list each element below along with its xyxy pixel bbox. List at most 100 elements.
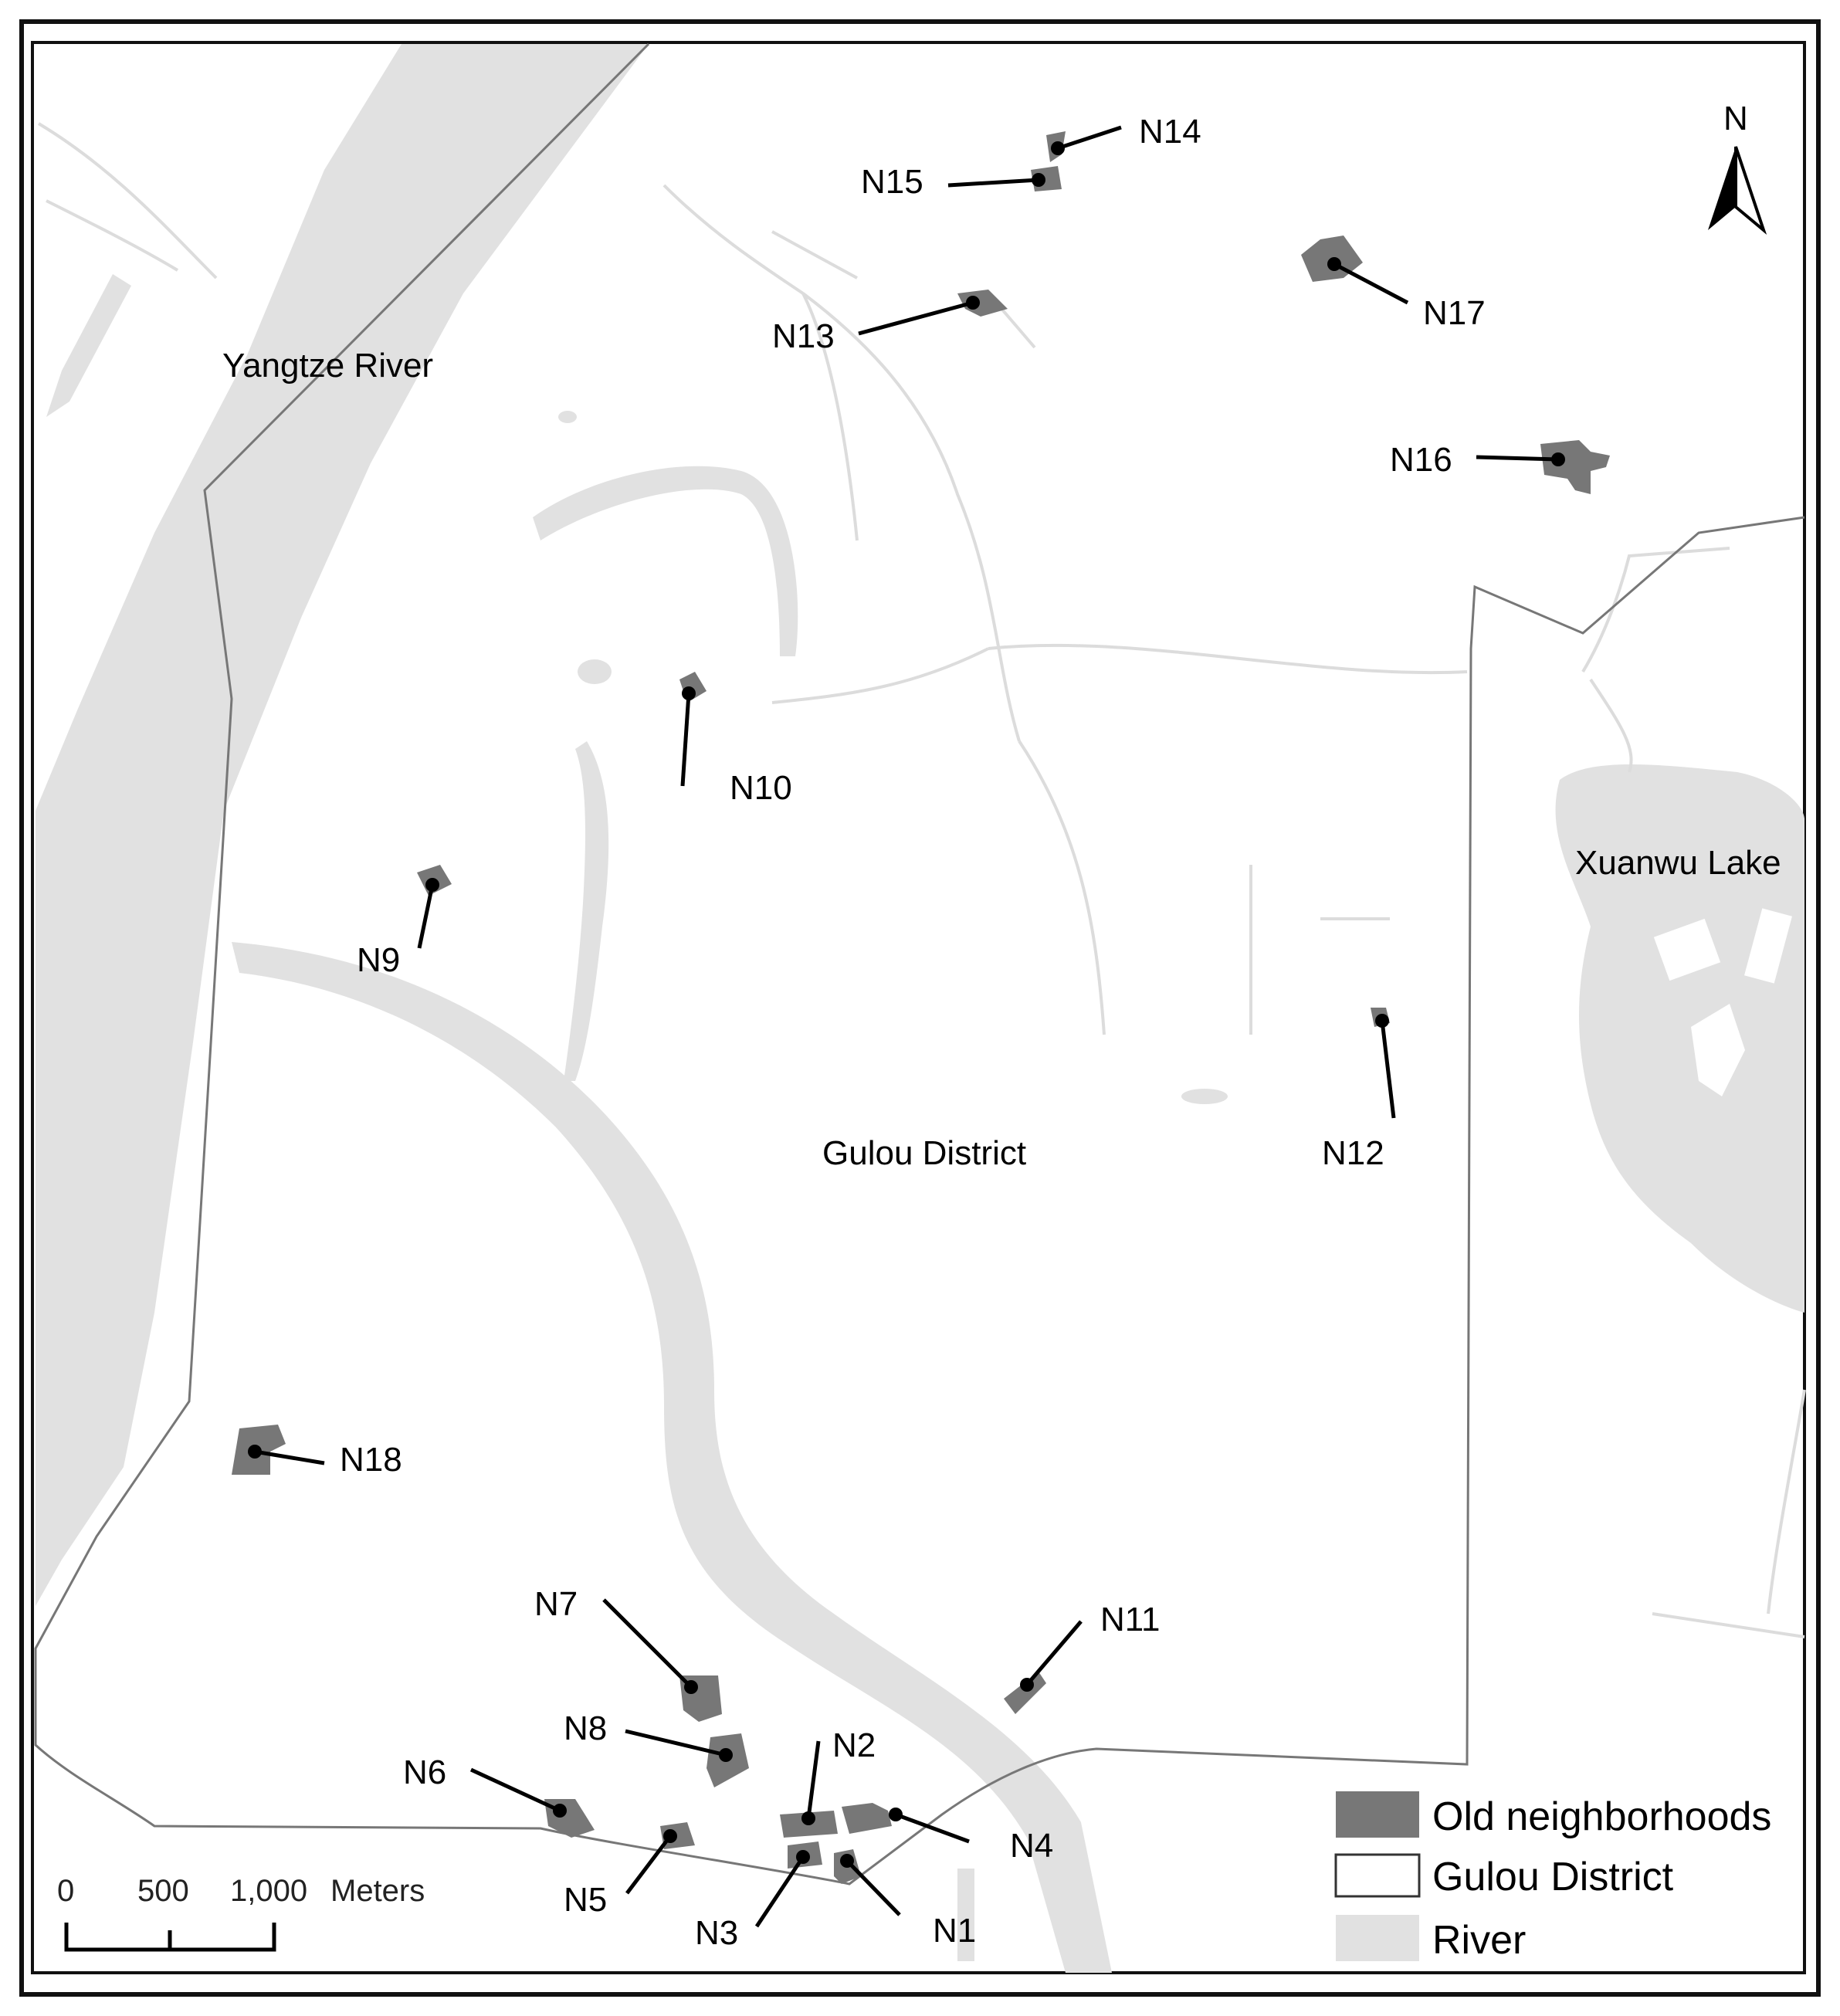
point-N18	[248, 1445, 262, 1459]
label-N2: N2	[832, 1726, 876, 1764]
leader-N3	[754, 1855, 805, 1928]
river-island-strip-2	[36, 996, 93, 1135]
point-N6	[553, 1804, 567, 1818]
gulou-district-boundary	[34, 42, 1805, 1886]
label-N18: N18	[340, 1441, 402, 1479]
point-N10	[682, 686, 696, 700]
label-yangtze-river: Yangtze River	[222, 347, 433, 385]
polygon-N13	[957, 290, 1008, 317]
canal-river	[232, 942, 1112, 1973]
road-16	[1767, 1389, 1806, 1614]
point-N12	[1375, 1014, 1389, 1028]
leader-N7	[602, 1598, 693, 1689]
label-N4: N4	[1010, 1827, 1053, 1865]
leader-N1	[845, 1859, 901, 1916]
label-N17: N17	[1423, 294, 1486, 332]
river-layer	[36, 44, 1804, 1973]
road-5	[771, 647, 989, 704]
leader-N12	[1380, 1020, 1396, 1119]
point-N14	[1051, 141, 1065, 155]
road-14	[37, 122, 218, 280]
road-1	[662, 184, 805, 295]
leader-N11	[1025, 1620, 1083, 1686]
leader-N14	[1057, 125, 1122, 151]
north-arrow-icon: N	[1708, 100, 1767, 235]
label-N3: N3	[695, 1914, 738, 1952]
label-gulou-district: Gulou District	[822, 1134, 1026, 1172]
minor-roads	[37, 122, 1806, 1638]
point-N8	[719, 1748, 733, 1762]
xuanwu-lake	[1555, 764, 1804, 1313]
leader-N17	[1333, 262, 1409, 305]
point-N3	[796, 1850, 810, 1864]
neighborhood-labels: N1 N2 N3 N4 N5 N6 N7 N8 N9 N10 N11 N12 N…	[340, 113, 1486, 1952]
point-N17	[1327, 257, 1341, 271]
leader-N10	[680, 693, 691, 787]
label-N14: N14	[1139, 113, 1201, 151]
legend-swatch-old-neighborhoods	[1336, 1791, 1419, 1838]
scale-bar-line	[64, 1923, 276, 1952]
label-N13: N13	[772, 317, 835, 355]
road-6	[1018, 740, 1106, 1035]
legend: Old neighborhoods Gulou District River	[1334, 1791, 1771, 1963]
north-arrow-label: N	[1723, 100, 1748, 137]
leader-N16	[1476, 455, 1559, 462]
road-10	[1589, 678, 1633, 773]
river-island-strip-1	[46, 274, 131, 417]
point-N2	[801, 1811, 815, 1825]
leader-N6	[469, 1767, 561, 1813]
road-11	[1652, 1612, 1805, 1638]
point-N9	[425, 878, 439, 892]
label-N12: N12	[1322, 1134, 1384, 1172]
scale-tick-500: 500	[137, 1874, 189, 1908]
scale-unit: Meters	[330, 1874, 425, 1908]
label-N16: N16	[1390, 441, 1452, 479]
north-arrow-right-half	[1734, 146, 1767, 235]
inner-canal	[564, 741, 609, 1081]
leader-N13	[858, 300, 974, 336]
point-N4	[889, 1808, 903, 1821]
pond-4	[957, 1869, 974, 1961]
point-N11	[1020, 1678, 1034, 1692]
legend-label-old-neighborhoods: Old neighborhoods	[1432, 1794, 1771, 1839]
leader-N15	[947, 178, 1039, 188]
leader-N8	[625, 1729, 727, 1757]
lake-island-1	[1653, 918, 1721, 981]
point-N1	[840, 1854, 854, 1868]
road-4	[988, 643, 1468, 675]
road-15	[46, 199, 179, 272]
point-N16	[1551, 452, 1565, 466]
north-arrow-left-half	[1708, 147, 1736, 230]
road-2	[801, 292, 1021, 742]
pond-2	[558, 411, 577, 423]
label-N1: N1	[933, 1912, 976, 1950]
polygon-N4	[842, 1803, 892, 1834]
scale-bar: 0 500 1,000 Meters	[57, 1874, 425, 1952]
legend-swatch-river	[1336, 1915, 1419, 1961]
label-N10: N10	[730, 769, 792, 807]
legend-label-gulou-district: Gulou District	[1432, 1855, 1674, 1899]
label-N9: N9	[357, 941, 400, 979]
label-N8: N8	[564, 1709, 607, 1747]
point-N5	[663, 1829, 677, 1843]
neighborhood-points	[248, 141, 1565, 1868]
point-N15	[1032, 173, 1045, 187]
lake-island-2	[1691, 1004, 1745, 1096]
leader-N2	[806, 1740, 821, 1819]
legend-swatch-gulou-district	[1334, 1853, 1421, 1898]
label-N11: N11	[1100, 1601, 1160, 1638]
leader-N18	[254, 1449, 325, 1465]
label-N6: N6	[403, 1753, 446, 1791]
point-N13	[966, 296, 980, 310]
leader-lines	[254, 125, 1559, 1928]
lake-island-3	[1744, 908, 1792, 984]
point-N7	[684, 1680, 698, 1694]
yangtze-river	[36, 44, 649, 1606]
road-12	[771, 230, 858, 280]
road-3	[801, 293, 859, 541]
polygon-N11	[1004, 1672, 1046, 1714]
label-N5: N5	[564, 1881, 607, 1919]
label-xuanwu-lake: Xuanwu Lake	[1575, 844, 1781, 882]
scale-tick-1000: 1,000	[230, 1874, 307, 1908]
